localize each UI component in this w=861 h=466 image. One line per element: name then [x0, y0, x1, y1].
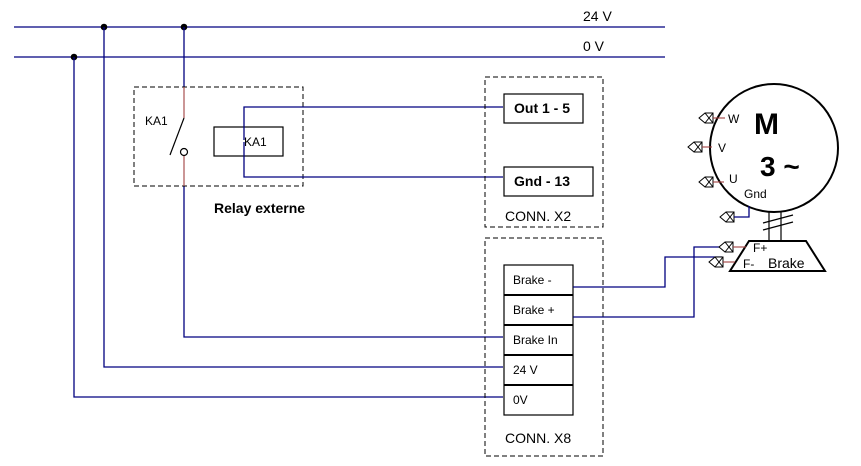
motor-phase: 3 ~	[760, 151, 800, 182]
conn-x8-boundary	[484, 237, 604, 457]
terminal-brake-in-label: Brake In	[513, 333, 558, 347]
brake-label: Brake	[768, 255, 805, 271]
terminal-brake-plus-label: Brake +	[513, 303, 555, 317]
motor-circle	[709, 83, 839, 213]
terminal-out-1-5	[503, 93, 584, 124]
terminal-lead	[734, 206, 750, 218]
relay-boundary	[133, 86, 304, 187]
brake: Brake F+ F-	[708, 240, 827, 272]
wire-brake-minus	[573, 256, 722, 288]
relay-caption: Relay externe	[214, 200, 305, 216]
power-rails: 24 V 0 V	[14, 8, 665, 61]
conn-x8: Brake - Brake + Brake In 24 V 0V CONN. X…	[484, 237, 604, 457]
wire-brake-plus	[573, 246, 722, 318]
motor-symbol: M	[754, 108, 779, 141]
shaft-hatch	[762, 214, 794, 224]
motor-terminal-u: U	[698, 172, 738, 188]
brake-terminal-f-plus: F+	[718, 241, 767, 255]
x8-terminal-block	[503, 264, 574, 416]
relay-coil-label: KA1	[244, 135, 267, 149]
brake-terminal-f-plus-label: F+	[753, 241, 767, 255]
motor-terminal-v: V	[687, 141, 726, 155]
wire-brake-in	[183, 186, 503, 338]
brake-terminal-f-minus-label: F-	[743, 257, 754, 271]
terminal-brake-minus-label: Brake -	[513, 273, 552, 287]
terminal-gnd-13	[503, 166, 594, 197]
connector-cross	[704, 112, 714, 124]
connector-cross	[714, 256, 724, 268]
connector-cross	[704, 176, 714, 188]
brake-body	[728, 240, 827, 272]
brake-terminal-f-minus: F-	[708, 256, 754, 271]
motor-terminal-w: W	[698, 112, 740, 126]
rail-24v-label: 24 V	[583, 8, 612, 24]
motor-terminal-gnd: Gnd	[719, 187, 767, 223]
relay-externe: KA1 KA1 Relay externe	[133, 86, 305, 216]
x8-supply-wires	[73, 27, 503, 398]
motor-terminal-u-label: U	[729, 172, 738, 186]
relay-contact-blade	[169, 117, 185, 156]
wire-coil-to-out	[243, 106, 503, 140]
relay-contact-terminal	[179, 147, 189, 157]
connector-cross	[724, 241, 734, 253]
conn-x2: Out 1 - 5 Gnd - 13 CONN. X2	[484, 76, 604, 228]
relay-coil	[213, 126, 284, 157]
conn-x2-caption: CONN. X2	[505, 208, 571, 224]
connector-cross	[725, 211, 735, 223]
motor-terminal-gnd-label: Gnd	[744, 187, 767, 201]
terminal-gnd-13-label: Gnd - 13	[514, 173, 570, 189]
terminal-out-1-5-label: Out 1 - 5	[514, 100, 570, 116]
terminal-0v-label: 0V	[513, 393, 528, 407]
motor-terminal-v-label: V	[718, 141, 726, 155]
motor-terminal-w-label: W	[728, 112, 740, 126]
terminal-24v-label: 24 V	[513, 363, 538, 377]
connector-cross	[693, 141, 703, 153]
shaft-hatch	[762, 221, 794, 231]
motor: M 3 ~ W V U Gnd	[687, 83, 839, 241]
conn-x2-boundary	[484, 76, 604, 228]
rail-0v-label: 0 V	[583, 38, 605, 54]
relay-contact-label: KA1	[145, 114, 168, 128]
wire-0v-to-x8	[73, 57, 503, 398]
wire-24v-to-x8	[103, 27, 503, 368]
conn-x8-caption: CONN. X8	[505, 430, 571, 446]
wire-coil-to-gnd	[243, 142, 503, 178]
